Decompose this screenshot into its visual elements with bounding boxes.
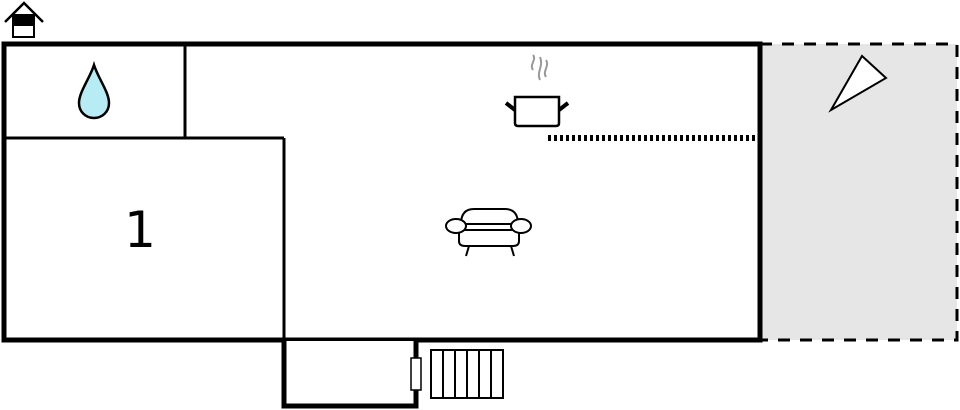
room-number-label: 1: [124, 201, 156, 259]
stairs-icon: [430, 349, 504, 399]
interior-walls: [4, 44, 286, 340]
water-drop-icon: [77, 60, 111, 120]
entrance: [281, 339, 422, 409]
cooking-pot-icon: [504, 54, 570, 128]
house-ground-floor-icon: [4, 1, 44, 38]
sun-umbrella-icon: [828, 54, 888, 113]
outer-walls: [1, 41, 763, 343]
sofa-icon: [445, 208, 532, 257]
door: [410, 357, 422, 391]
